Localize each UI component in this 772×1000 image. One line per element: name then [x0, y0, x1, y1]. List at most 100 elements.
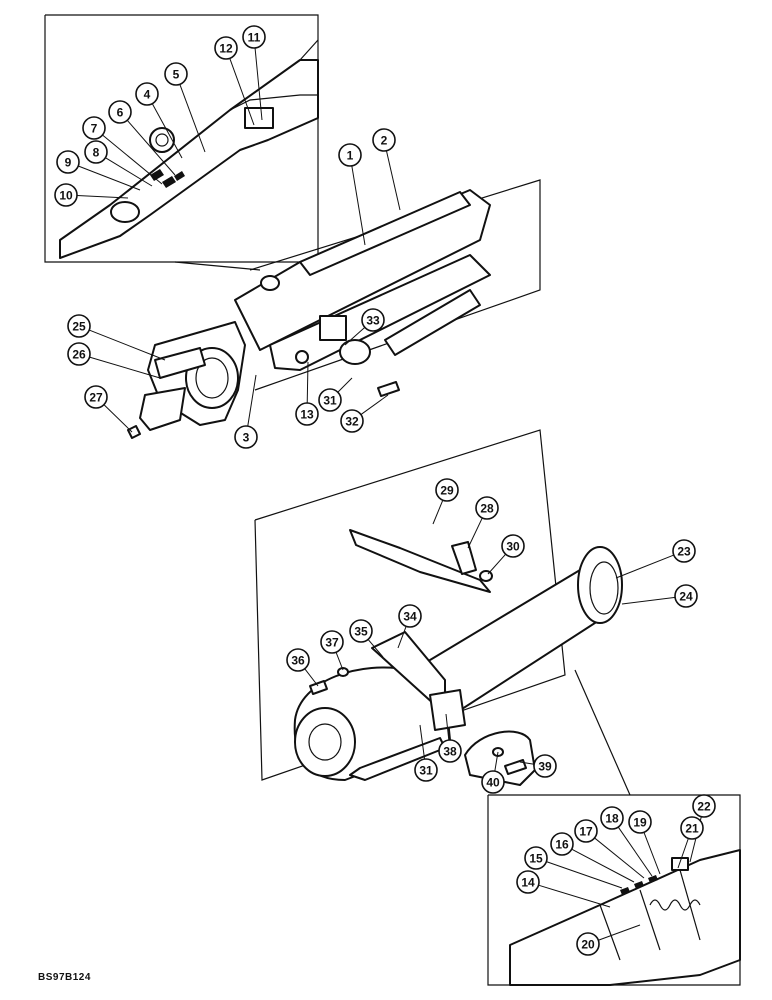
callout-6: 6 [108, 100, 132, 124]
leader-line-1 [351, 165, 366, 246]
leader-line-8 [105, 157, 153, 187]
callout-circle [414, 758, 438, 782]
callout-circle [338, 143, 362, 167]
callout-16: 16 [550, 832, 574, 856]
leader-line-34 [397, 626, 407, 649]
leader-line-17 [594, 837, 645, 879]
callout-30: 30 [501, 534, 525, 558]
detail-inset-rod-seals [44, 14, 319, 271]
leader-line-2 [385, 150, 401, 211]
callout-20: 20 [576, 932, 600, 956]
callout-circle [54, 183, 78, 207]
callout-9: 9 [56, 150, 80, 174]
leader-line-19 [643, 832, 661, 875]
leader-line-30 [487, 553, 507, 575]
callout-circle [674, 584, 698, 608]
leader-line-39 [519, 761, 535, 765]
callout-circle [361, 308, 385, 332]
callout-circle [214, 36, 238, 60]
leader-line-31 [419, 724, 426, 760]
leader-line-9 [78, 165, 141, 191]
callout-circle [435, 478, 459, 502]
callout-10: 10 [54, 183, 78, 207]
callout-label: 14 [521, 876, 535, 890]
callout-circle [576, 932, 600, 956]
callout-25: 25 [67, 314, 91, 338]
leader-line-12 [229, 58, 255, 126]
callout-22: 22 [692, 794, 716, 818]
callout-40: 40 [481, 770, 505, 794]
callout-circle [524, 846, 548, 870]
callout-circle [349, 619, 373, 643]
callout-circle [82, 116, 106, 140]
leader-line-23 [615, 554, 674, 579]
callout-circle [295, 402, 319, 426]
leader-line-26 [89, 356, 161, 379]
callout-label: 34 [403, 610, 417, 624]
callout-3: 3 [234, 425, 258, 449]
callout-5: 5 [164, 62, 188, 86]
callout-circle [628, 810, 652, 834]
callout-37: 37 [320, 630, 344, 654]
callout-29: 29 [435, 478, 459, 502]
callout-circle [318, 388, 342, 412]
callout-label: 33 [366, 314, 380, 328]
callout-35: 35 [349, 619, 373, 643]
callout-circle [692, 794, 716, 818]
callout-circle [398, 604, 422, 628]
leader-line-31 [337, 377, 353, 393]
callout-label: 36 [291, 654, 305, 668]
callout-label: 18 [605, 812, 619, 826]
callout-36: 36 [286, 648, 310, 672]
callout-label: 22 [697, 800, 711, 814]
callout-label: 11 [248, 31, 261, 45]
leader-line-16 [571, 848, 635, 883]
callout-label: 3 [243, 431, 250, 445]
callout-label: 12 [219, 42, 233, 56]
callout-31: 31 [414, 758, 438, 782]
callout-2: 2 [372, 128, 396, 152]
leader-line-25 [89, 329, 166, 361]
callout-circle [164, 62, 188, 86]
leader-line-14 [538, 884, 611, 908]
leader-line-28 [467, 517, 483, 549]
leader-line-24 [621, 596, 676, 605]
callout-circle [680, 816, 704, 840]
callout-circle [533, 754, 557, 778]
callout-label: 10 [59, 189, 73, 203]
callout-label: 23 [677, 545, 691, 559]
callout-label: 6 [117, 106, 124, 120]
callout-34: 34 [398, 604, 422, 628]
leader-line-27 [103, 404, 133, 433]
drawing-code: BS97B124 [38, 972, 91, 983]
leader-line-40 [494, 751, 499, 772]
callout-circle [67, 342, 91, 366]
callout-circle [84, 140, 108, 164]
callout-leaders [76, 47, 702, 941]
callout-label: 40 [486, 776, 500, 790]
callout-label: 1 [347, 149, 354, 163]
leader-line-10 [76, 195, 129, 199]
leader-line-18 [617, 826, 653, 877]
callout-label: 29 [440, 484, 454, 498]
callout-21: 21 [680, 816, 704, 840]
callout-label: 19 [633, 816, 647, 830]
leader-line-4 [151, 103, 183, 159]
callout-label: 30 [506, 540, 520, 554]
callout-label: 37 [325, 636, 339, 650]
callout-circle [108, 100, 132, 124]
leader-line-7 [102, 134, 163, 185]
callout-7: 7 [82, 116, 106, 140]
detail-inset-piston-seals [487, 669, 741, 986]
callout-circle [600, 806, 624, 830]
leader-line-3 [247, 374, 257, 427]
leader-line-5 [179, 84, 206, 153]
callout-label: 20 [581, 938, 595, 952]
leader-line-13 [306, 361, 309, 404]
callout-circle [320, 630, 344, 654]
callout-label: 32 [345, 415, 359, 429]
leader-line-33 [344, 326, 366, 346]
callout-label: 7 [91, 122, 98, 136]
